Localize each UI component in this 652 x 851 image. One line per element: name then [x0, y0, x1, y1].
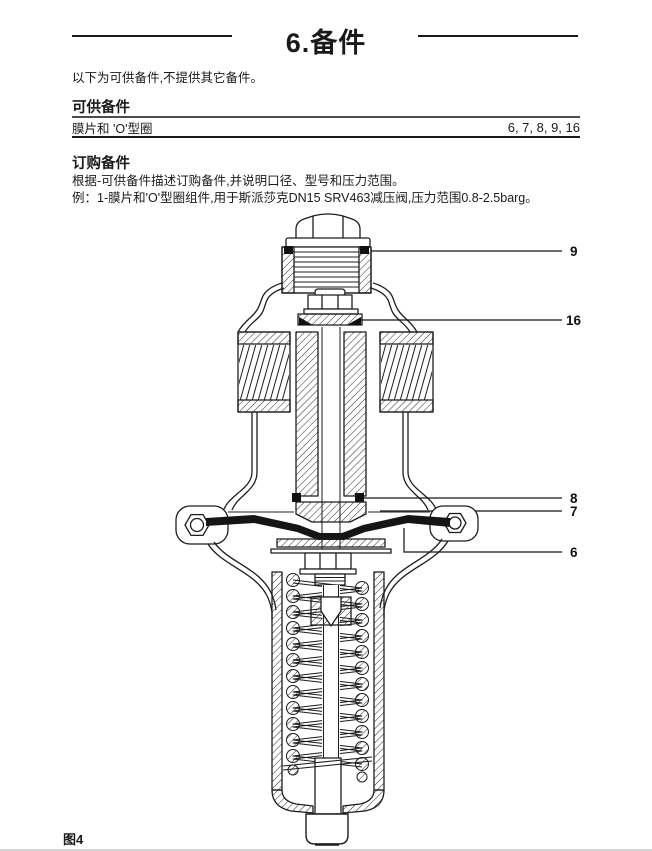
callout-labels: 9 16 8 7 6 [566, 244, 582, 560]
bonnet-lower-walls [223, 412, 437, 511]
page-bottom-edge [0, 849, 652, 851]
spring-seat-plate [282, 756, 373, 771]
valve-drawing [175, 213, 479, 846]
o-ring-8 [292, 493, 364, 502]
callout-6: 6 [570, 545, 578, 560]
adjustment-screw [281, 246, 372, 294]
available-parts-heading: 可供备件 [72, 100, 130, 116]
ordering-example: 例：1-膜片和'O'型圈组件,用于斯派莎克DN15 SRV463减压阀,压力范围… [72, 191, 538, 205]
stem-guide [310, 596, 352, 627]
main-spring [237, 331, 434, 413]
pilot-columns [295, 331, 367, 497]
table-row: 膜片和 'O'型圈 6, 7, 8, 9, 16 [72, 119, 580, 136]
ordering-heading: 订购备件 [72, 156, 130, 172]
flange-ear-left [175, 505, 229, 545]
diaphragm-6 [206, 515, 450, 540]
stem-block [314, 757, 342, 815]
spare-item-numbers: 6, 7, 8, 9, 16 [507, 119, 580, 135]
title-rule-left [72, 35, 232, 37]
callout-leader-lines [358, 250, 562, 553]
ordering-instruction: 根据-可供备件描述订购备件,并说明口径、型号和压力范围。 [72, 174, 405, 188]
bottom-plug [305, 813, 349, 846]
callout-16: 16 [566, 313, 582, 328]
cap-washer [285, 237, 371, 248]
page-title: 6.备件 [285, 28, 367, 58]
callout-9: 9 [570, 244, 578, 259]
bonnet-dome [237, 282, 418, 333]
callout-7: 7 [570, 504, 578, 519]
spindle-locknut [303, 288, 359, 315]
callout-8: 8 [570, 491, 578, 506]
seal-16 [297, 313, 363, 326]
return-spring [286, 573, 369, 783]
figure-caption: 图4 [63, 832, 84, 847]
title-rule-right [418, 35, 578, 37]
housing-bottom [271, 789, 385, 814]
diaphragm-nut [299, 552, 357, 586]
o-ring-9 [284, 246, 369, 254]
valve-cross-section-figure: 9 16 8 7 6 [175, 213, 582, 846]
table-rule-top [72, 116, 580, 118]
diaphragm-plate-7 [270, 538, 392, 554]
intro-text: 以下为可供备件,不提供其它备件。 [72, 71, 263, 85]
flange-ear-right [429, 505, 479, 542]
spare-item-label: 膜片和 'O'型圈 [72, 121, 153, 136]
table-rule-bottom [72, 136, 580, 139]
valve-seat [295, 501, 367, 523]
